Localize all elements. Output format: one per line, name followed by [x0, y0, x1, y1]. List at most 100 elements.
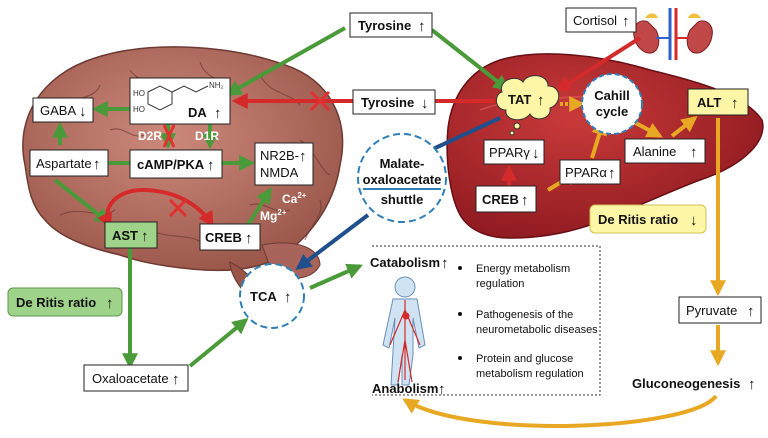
- tyrosine-top-arrow: ↑: [418, 18, 426, 35]
- ppar-gamma-box: PPARγ ↓: [483, 139, 545, 165]
- arrow-shuttle-to-tca: [295, 213, 370, 270]
- tca-arrow: ↑: [284, 289, 292, 306]
- gaba-box: GABA ↓: [32, 97, 94, 123]
- arrow-tyrosine-to-tat: [430, 28, 510, 91]
- ast-label: AST: [112, 228, 138, 243]
- tyrosine-mid-arrow: ↓: [421, 95, 429, 112]
- anabolism-arrow: ↑: [438, 381, 446, 398]
- gluconeogenesis-arrow: ↑: [748, 376, 756, 393]
- bullet-2-line2: neurometabolic diseases: [476, 324, 598, 336]
- dopamine-molecule-icon: [147, 85, 173, 111]
- camp-arrow: ↑: [207, 157, 215, 174]
- malate-shuttle-node: Malate- oxaloacetate shuttle: [357, 133, 447, 223]
- arrow-alanine-to-alt: [670, 116, 698, 138]
- da-oh1: HO: [133, 89, 145, 98]
- catabolism-arrow: ↑: [441, 255, 449, 272]
- cross-icon: [162, 124, 176, 148]
- camp-label: cAMP/PKA: [137, 157, 205, 172]
- bullet-1-line2: regulation: [476, 278, 524, 290]
- brain-creb-arrow: ↑: [245, 230, 253, 247]
- ppar-gamma-label: PPARγ: [489, 145, 530, 160]
- da-nh2: NH₂: [209, 81, 224, 90]
- inhibition-marks: [162, 90, 331, 218]
- aspartate-arrow: ↑: [93, 156, 101, 173]
- camp-pka-box: cAMP/PKA ↑: [129, 149, 223, 179]
- brain-creb-box: CREB ↑: [199, 223, 261, 251]
- malate-line2: oxaloacetate: [363, 172, 442, 187]
- tyrosine-mid-label: Tyrosine: [361, 95, 414, 110]
- pyruvate-label: Pyruvate: [686, 303, 737, 318]
- arrow-ast-creb-link: [97, 187, 214, 229]
- d2r-label: D2R: [138, 129, 162, 143]
- bullet-list: Energy metabolism regulation Pathogenesi…: [458, 263, 598, 380]
- oxaloacetate-box: Oxaloacetate ↑: [83, 364, 189, 392]
- ppar-alpha-box: PPARα ↑: [559, 159, 621, 185]
- nr2b-line2: NMDA: [260, 165, 299, 180]
- da-arrow: ↑: [214, 105, 222, 122]
- gluconeogenesis-label: Gluconeogenesis: [632, 376, 740, 391]
- nr2b-arrow: ↑: [299, 148, 307, 165]
- pyruvate-arrow: ↑: [747, 303, 755, 320]
- left-deritis-arrow: ↑: [106, 295, 114, 312]
- liver-deritis-box: De Ritis ratio ↓: [589, 204, 707, 234]
- nr2b-line1: NR2B-: [260, 148, 299, 163]
- left-deritis-box: De Ritis ratio ↑: [7, 287, 123, 317]
- alt-box: ALT ↑: [687, 88, 749, 116]
- malate-line3: shuttle: [381, 192, 424, 207]
- oxaloacetate-label: Oxaloacetate: [92, 371, 169, 386]
- nr2b-nmda-box: NR2B- NMDA ↑: [254, 142, 314, 186]
- tat-label: TAT: [508, 92, 531, 107]
- alanine-arrow: ↑: [690, 144, 698, 161]
- ca-label: Ca2+: [282, 191, 307, 206]
- ppar-alpha-label: PPARα: [565, 165, 607, 180]
- malate-line1: Malate-: [380, 156, 425, 171]
- bullet-3-line1: Protein and glucose: [476, 353, 573, 365]
- aspartate-label: Aspartate: [36, 156, 92, 171]
- cross-icon: [168, 198, 188, 218]
- cahill-line1: Cahill: [594, 88, 629, 103]
- da-label: DA: [188, 105, 207, 120]
- tyrosine-top-label: Tyrosine: [358, 18, 411, 33]
- tca-label: TCA: [250, 289, 277, 304]
- tca-node: TCA ↑: [239, 263, 305, 329]
- arrow-creb-to-nmda: [246, 187, 272, 227]
- kidney-icon: [633, 8, 713, 60]
- ast-arrow: ↑: [141, 228, 149, 245]
- ppar-alpha-arrow: ↑: [608, 165, 616, 182]
- arrow-cortisol-to-tat: [555, 36, 642, 92]
- da-oh2: HO: [133, 105, 145, 114]
- da-box: HO HO NH₂ DA ↑: [129, 77, 231, 125]
- cahill-cycle-node: Cahill cycle: [581, 73, 643, 135]
- cross-icon: [309, 90, 331, 112]
- arrow-tyrosine-to-da: [225, 26, 346, 96]
- liver-creb-box: CREB ↑: [475, 185, 537, 213]
- alt-label: ALT: [697, 95, 721, 110]
- human-body-icon: [382, 276, 426, 386]
- aspartate-box: Aspartate ↑: [29, 149, 109, 177]
- pyruvate-box: Pyruvate ↑: [678, 296, 762, 324]
- liver-deritis-label: De Ritis ratio: [598, 212, 678, 227]
- oxaloacetate-arrow: ↑: [172, 371, 180, 388]
- bullet-2-line1: Pathogenesis of the: [476, 309, 573, 321]
- cortisol-arrow: ↑: [622, 13, 630, 30]
- arrow-gluconeogenesis-to-anabolism: [402, 394, 718, 428]
- tyrosine-top-box: Tyrosine ↑: [349, 12, 433, 38]
- catabolism-label: Catabolism: [370, 255, 440, 270]
- bullet-3-line2: metabolism regulation: [476, 368, 584, 380]
- cortisol-label: Cortisol: [573, 13, 617, 28]
- tyrosine-mid-box: Tyrosine ↓: [352, 89, 436, 115]
- anabolism-label: Anabolism: [372, 381, 438, 396]
- arrow-oxaloacetate-to-tca: [188, 317, 249, 368]
- bullet-1-line1: Energy metabolism: [476, 263, 570, 275]
- liver-creb-arrow: ↑: [521, 192, 529, 209]
- tat-arrow: ↑: [537, 92, 545, 109]
- tat-node: TAT ↑: [496, 75, 560, 136]
- gaba-label: GABA: [40, 103, 76, 118]
- ast-box: AST ↑: [104, 221, 158, 249]
- left-deritis-label: De Ritis ratio: [16, 295, 96, 310]
- d1r-label: D1R: [195, 129, 219, 143]
- gaba-arrow: ↓: [79, 103, 87, 120]
- cahill-line2: cycle: [596, 104, 629, 119]
